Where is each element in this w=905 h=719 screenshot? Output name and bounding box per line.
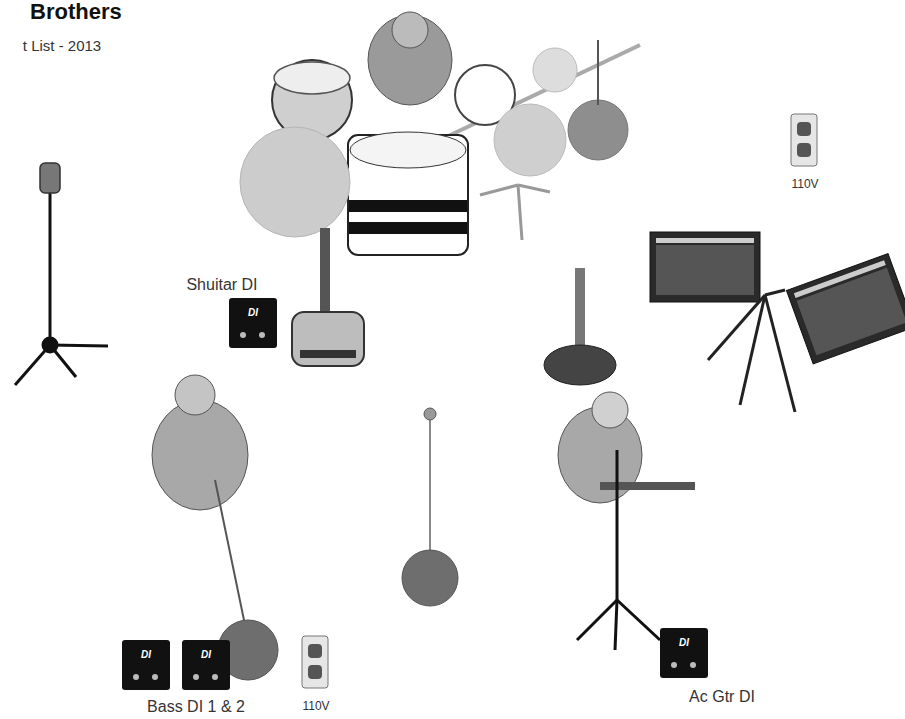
di-jack bbox=[212, 674, 218, 680]
mic-base bbox=[402, 550, 458, 606]
stand-arm bbox=[765, 290, 785, 295]
di-mark: DI bbox=[248, 307, 258, 318]
center-mic bbox=[402, 408, 458, 606]
player-head bbox=[175, 375, 215, 415]
player-head bbox=[592, 392, 628, 428]
di-label: Ac Gtr DI bbox=[689, 688, 755, 706]
guitar-body bbox=[292, 312, 364, 366]
stand-leg bbox=[50, 345, 108, 346]
di-case bbox=[660, 628, 708, 678]
cymbal bbox=[533, 48, 577, 92]
amp-panel bbox=[656, 238, 754, 243]
hihat-stand bbox=[480, 185, 550, 240]
di-boxes bbox=[122, 298, 708, 690]
di-case bbox=[122, 640, 170, 690]
di-jack bbox=[152, 674, 158, 680]
stand-hub bbox=[43, 338, 57, 352]
kick-band bbox=[349, 222, 467, 234]
guitarist bbox=[558, 392, 695, 650]
di-case bbox=[182, 640, 230, 690]
bass-player bbox=[152, 375, 278, 680]
di-mark: DI bbox=[679, 637, 689, 648]
socket bbox=[797, 143, 811, 157]
amp-panel bbox=[794, 260, 886, 298]
di-case bbox=[229, 298, 277, 348]
stand-leg bbox=[617, 600, 660, 640]
amp-grille bbox=[797, 268, 905, 355]
kick-band bbox=[349, 200, 467, 212]
guitar-stand bbox=[708, 290, 795, 412]
amp bbox=[650, 232, 760, 302]
socket bbox=[308, 644, 322, 658]
outlet bbox=[302, 636, 328, 688]
mic-cable bbox=[215, 480, 245, 625]
power-label: 110V bbox=[791, 178, 818, 191]
di-box bbox=[122, 640, 170, 690]
guitar-neck bbox=[600, 482, 695, 490]
cymbal bbox=[494, 104, 566, 176]
drummer-head bbox=[392, 12, 428, 48]
stand-pole bbox=[429, 420, 431, 560]
player-body bbox=[152, 400, 248, 510]
outlet-plate bbox=[302, 636, 328, 688]
outlet-plate bbox=[791, 114, 817, 166]
drum-kit bbox=[240, 12, 640, 255]
amp-case bbox=[787, 254, 905, 364]
microphone bbox=[40, 163, 60, 193]
power-outlets bbox=[302, 114, 817, 688]
stand-leg bbox=[518, 185, 550, 192]
di-label: Bass DI 1 & 2 bbox=[147, 698, 245, 716]
shuitar bbox=[292, 228, 364, 366]
subtitle: t List - 2013 bbox=[23, 38, 101, 55]
socket bbox=[797, 122, 811, 136]
stand-leg bbox=[740, 295, 765, 405]
stand-leg bbox=[765, 295, 795, 412]
power-label: 110V bbox=[302, 700, 329, 713]
microphone bbox=[424, 408, 436, 420]
amplifiers bbox=[650, 232, 905, 412]
di-jack bbox=[671, 662, 677, 668]
stand-pole bbox=[616, 450, 619, 600]
guitar-bridge bbox=[300, 350, 356, 358]
guitar-neck bbox=[575, 268, 585, 348]
mic-stand bbox=[577, 450, 660, 650]
guitar-neck bbox=[320, 228, 330, 318]
di-box bbox=[229, 298, 277, 348]
stand-leg bbox=[518, 185, 522, 240]
cymbal bbox=[568, 100, 628, 160]
plot-title: Brothers bbox=[30, 0, 122, 24]
stand-leg bbox=[577, 600, 617, 640]
stand-leg bbox=[615, 600, 617, 650]
di-jack bbox=[240, 332, 246, 338]
stand-leg bbox=[480, 185, 518, 195]
outlet bbox=[791, 114, 817, 166]
di-label: Shuitar DI bbox=[186, 276, 257, 294]
di-box bbox=[660, 628, 708, 678]
di-jack bbox=[133, 674, 139, 680]
electric-guitar bbox=[544, 268, 616, 385]
guitar-body bbox=[544, 345, 616, 385]
stand-pole bbox=[597, 40, 599, 105]
socket bbox=[308, 665, 322, 679]
di-jack bbox=[690, 662, 696, 668]
amp bbox=[787, 254, 905, 364]
di-jack bbox=[193, 674, 199, 680]
di-box bbox=[182, 640, 230, 690]
tom-head bbox=[274, 62, 350, 94]
stand-pole bbox=[49, 190, 52, 345]
mic-stand bbox=[15, 163, 108, 385]
di-jack bbox=[259, 332, 265, 338]
kick-head bbox=[350, 132, 466, 168]
cymbal bbox=[240, 127, 350, 237]
di-mark: DI bbox=[201, 649, 211, 660]
amp-grille bbox=[656, 245, 754, 295]
di-mark: DI bbox=[141, 649, 151, 660]
